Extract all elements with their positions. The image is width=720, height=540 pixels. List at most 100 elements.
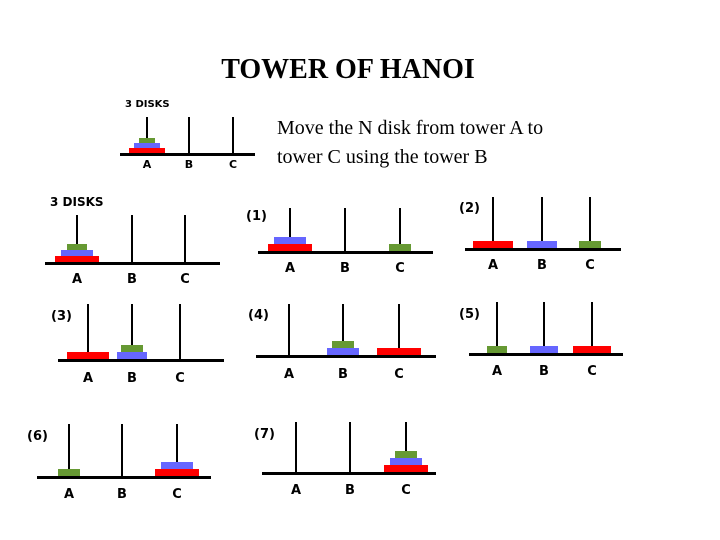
- tower-pole-a: [295, 422, 297, 472]
- base-line: [465, 248, 621, 251]
- disk-small: [389, 244, 411, 251]
- disk-medium: [530, 346, 558, 353]
- tower-label-c: C: [229, 158, 237, 171]
- tower-pole-c: [232, 117, 234, 153]
- disk-small: [487, 346, 507, 353]
- tower-label-b: B: [338, 367, 348, 382]
- tower-label-a: A: [285, 261, 295, 276]
- tower-pole-b: [344, 208, 346, 251]
- disk-large: [129, 148, 165, 153]
- disk-large: [155, 469, 199, 476]
- tower-pole-b: [349, 422, 351, 472]
- tower-pole-a: [76, 215, 78, 262]
- tower-pole-c: [176, 424, 178, 476]
- tower-pole-b: [188, 117, 190, 153]
- disk-small: [121, 345, 143, 352]
- tower-label-b: B: [345, 483, 355, 498]
- tower-pole-c: [591, 302, 593, 353]
- tower-pole-b: [342, 304, 344, 355]
- tower-pole-c: [405, 422, 407, 472]
- tower-label-a: A: [284, 367, 294, 382]
- base-line: [45, 262, 220, 265]
- base-line: [469, 353, 623, 356]
- disk-small: [67, 244, 87, 250]
- tower-label-a: A: [488, 258, 498, 273]
- panel-step-1: (1) A B C: [246, 208, 433, 276]
- disk-large: [384, 465, 428, 472]
- tower-label-a: A: [143, 158, 152, 171]
- disk-medium: [161, 462, 193, 469]
- tower-label-c: C: [401, 483, 411, 498]
- page-title: TOWER OF HANOI: [221, 54, 475, 85]
- panel-step-6: (6) A B C: [27, 424, 211, 502]
- disk-large: [377, 348, 421, 355]
- panel-step-4: (4) A B C: [248, 304, 436, 382]
- tower-label-a: A: [291, 483, 301, 498]
- base-line: [37, 476, 211, 479]
- tower-pole-c: [184, 215, 186, 262]
- tower-pole-a: [68, 424, 70, 476]
- panel-step-2: (2) A B C: [459, 197, 621, 273]
- tower-label-b: B: [117, 487, 127, 502]
- base-line: [120, 153, 255, 156]
- panel-label: (2): [459, 201, 480, 216]
- tower-pole-c: [398, 304, 400, 355]
- disk-large: [573, 346, 611, 353]
- disk-medium: [61, 250, 93, 256]
- tower-label-b: B: [127, 371, 137, 386]
- disk-small: [579, 241, 601, 248]
- panel-intro: 3 DISKS A B C: [120, 99, 255, 171]
- disk-medium: [274, 237, 306, 244]
- tower-label-b: B: [340, 261, 350, 276]
- disk-medium: [527, 241, 557, 248]
- panel-label: (7): [254, 427, 275, 442]
- panel-label: 3 DISKS: [125, 99, 170, 110]
- panel-label: (1): [246, 209, 267, 224]
- description-text: Move the N disk from tower A to tower C …: [277, 114, 617, 172]
- disk-large: [473, 241, 513, 248]
- tower-label-c: C: [172, 487, 182, 502]
- panel-step-7: (7) A B C: [254, 422, 436, 498]
- tower-label-b: B: [185, 158, 193, 171]
- tower-pole-c: [399, 208, 401, 251]
- panel-label: (3): [51, 309, 72, 324]
- tower-label-a: A: [64, 487, 74, 502]
- panel-step-5: (5) A B C: [459, 302, 623, 379]
- panel-step-3: (3) A B C: [51, 304, 224, 386]
- tower-pole-b: [131, 215, 133, 262]
- panel-label: (6): [27, 429, 48, 444]
- disk-large: [55, 256, 99, 262]
- tower-pole-a: [146, 117, 148, 153]
- disk-small: [58, 469, 80, 476]
- tower-label-b: B: [539, 364, 549, 379]
- tower-pole-c: [179, 304, 181, 359]
- tower-label-c: C: [394, 367, 404, 382]
- tower-pole-a: [87, 304, 89, 359]
- tower-label-c: C: [180, 272, 190, 287]
- base-line: [256, 355, 436, 358]
- tower-label-a: A: [492, 364, 502, 379]
- tower-label-a: A: [72, 272, 82, 287]
- tower-pole-a: [496, 302, 498, 353]
- tower-pole-a: [288, 304, 290, 355]
- base-line: [258, 251, 433, 254]
- disk-large: [67, 352, 109, 359]
- tower-label-c: C: [585, 258, 595, 273]
- base-line: [58, 359, 224, 362]
- tower-label-c: C: [395, 261, 405, 276]
- tower-label-b: B: [537, 258, 547, 273]
- disk-small: [332, 341, 354, 348]
- description-line-1: Move the N disk from tower A to: [277, 117, 544, 139]
- panel-label: (4): [248, 308, 269, 323]
- tower-label-a: A: [83, 371, 93, 386]
- tower-label-c: C: [587, 364, 597, 379]
- disk-small: [139, 138, 155, 143]
- tower-pole-c: [589, 197, 591, 248]
- panel-label: 3 DISKS: [50, 195, 104, 209]
- tower-pole-a: [492, 197, 494, 248]
- tower-pole-b: [543, 302, 545, 353]
- disk-medium: [327, 348, 359, 355]
- tower-label-c: C: [175, 371, 185, 386]
- panel-label: (5): [459, 307, 480, 322]
